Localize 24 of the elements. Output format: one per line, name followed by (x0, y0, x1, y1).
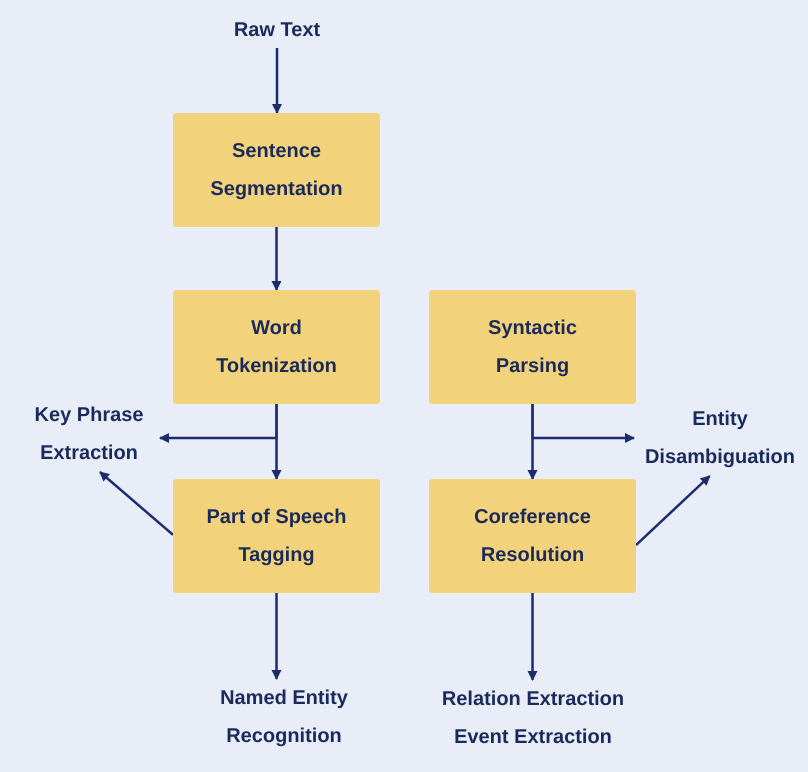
step-label: Key Phrase Extraction (34, 403, 144, 466)
box-label: Coreference Resolution (473, 505, 592, 568)
step-label: Entity Disambiguation (644, 407, 796, 470)
arrow (531, 404, 635, 443)
process-box (173, 113, 380, 227)
box-label: Word Tokenization (215, 316, 338, 379)
process-box (429, 290, 636, 404)
step-label: Relation Extraction (442, 687, 624, 712)
box-label: Part of Speech Tagging (205, 505, 348, 568)
step-label: Event Extraction (454, 725, 612, 750)
arrow (159, 404, 278, 444)
process-box (429, 479, 636, 593)
arrow (272, 227, 282, 291)
box-label: Sentence Segmentation (209, 139, 344, 202)
arrow (635, 475, 711, 546)
arrow (272, 593, 282, 680)
step-label: Raw Text (234, 18, 320, 43)
process-box (173, 479, 380, 593)
step-label: Named Entity Recognition (219, 686, 349, 749)
arrow (528, 593, 538, 681)
arrow (272, 48, 282, 114)
box-label: Syntactic Parsing (487, 316, 578, 379)
arrow (99, 471, 174, 536)
process-box (173, 290, 380, 404)
